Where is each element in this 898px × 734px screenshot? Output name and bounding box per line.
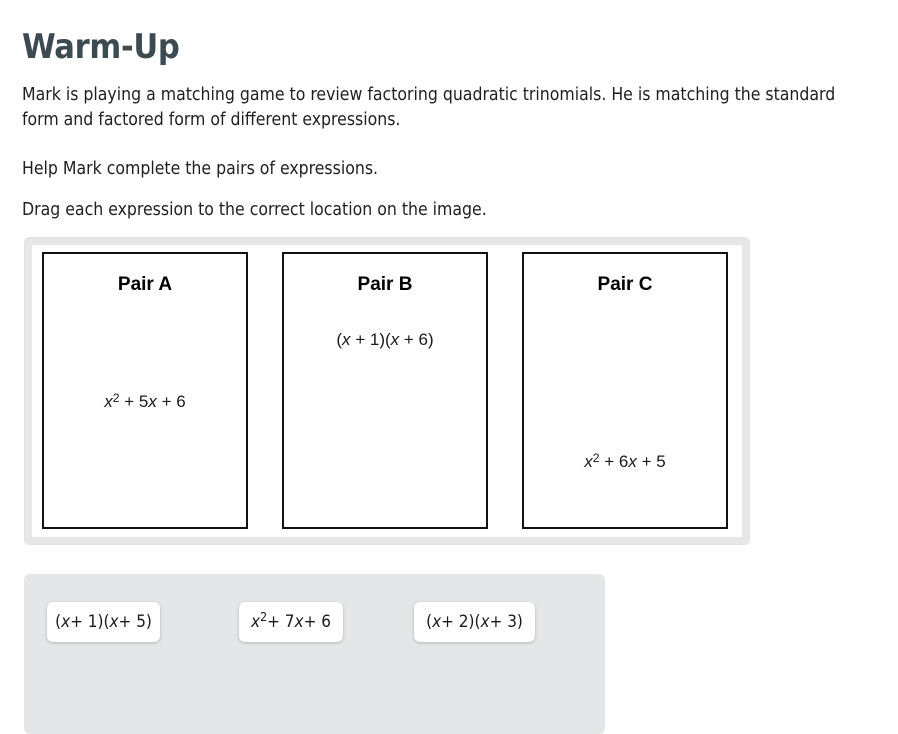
pair-card-list: Pair A x2 + 5x + 6 Pair B (x + 1)(x + 6)… <box>42 252 728 529</box>
pair-card-a[interactable]: Pair A x2 + 5x + 6 <box>42 252 248 529</box>
pair-card-b-expression: (x + 1)(x + 6) <box>336 330 434 349</box>
matching-board: Pair A x2 + 5x + 6 Pair B (x + 1)(x + 6)… <box>24 237 750 545</box>
pair-card-c-title: Pair C <box>597 274 653 295</box>
pair-card-a-expression: x2 + 5x + 6 <box>104 390 186 412</box>
draggable-expression-tile-1[interactable]: (x + 1)(x + 5) <box>47 602 160 642</box>
pair-card-c[interactable]: Pair C x2 + 6x + 5 <box>522 252 728 529</box>
pair-card-b[interactable]: Pair B (x + 1)(x + 6) <box>282 252 488 529</box>
pair-card-a-title: Pair A <box>117 274 173 295</box>
instruction-paragraph-1: Mark is playing a matching game to revie… <box>22 84 836 130</box>
instruction-paragraph-2: Help Mark complete the pairs of expressi… <box>22 158 379 179</box>
draggable-expression-tile-3[interactable]: (x + 2)(x + 3) <box>414 602 535 642</box>
instruction-paragraph-3: Drag each expression to the correct loca… <box>22 199 487 220</box>
pair-card-b-title: Pair B <box>357 274 413 295</box>
page-title: Warm-Up <box>22 26 180 67</box>
pair-card-c-expression: x2 + 6x + 5 <box>584 450 666 472</box>
